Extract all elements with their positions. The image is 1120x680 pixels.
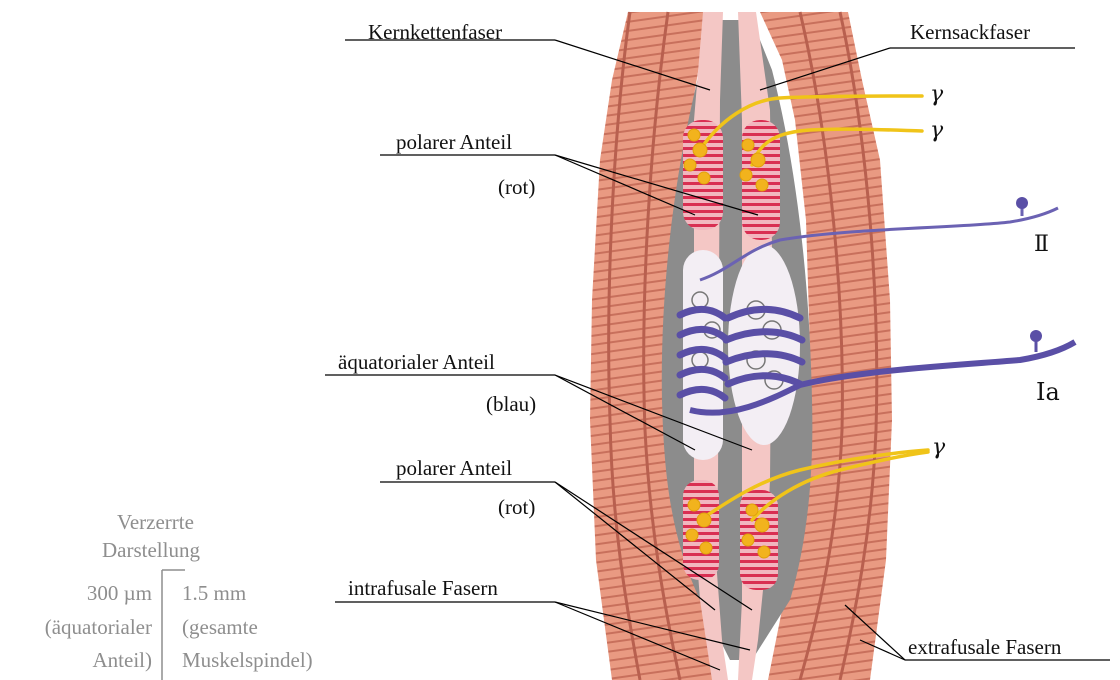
label-polar-top: polarer Anteil (396, 132, 512, 153)
label-gamma-3: γ (932, 437, 945, 459)
equatorial-region-bag (728, 245, 800, 445)
nerve-ii-soma (1016, 197, 1028, 209)
label-nerve-ia: Ia (1036, 380, 1060, 404)
label-polar-bottom: polarer Anteil (396, 458, 512, 479)
label-polar-bottom-sub: (rot) (498, 497, 535, 518)
note-left-desc-2: Anteil) (93, 650, 152, 671)
note-right-value: 1.5 mm (182, 583, 246, 604)
note-left-desc-1: (äquatorialer (45, 617, 152, 638)
label-intrafusal: intrafusale Fasern (348, 578, 498, 599)
note-title-line1: Verzerrte (117, 512, 194, 533)
label-kernsackfaser: Kernsackfaser (910, 22, 1030, 43)
label-polar-top-sub: (rot) (498, 177, 535, 198)
note-right-desc-1: (gesamte (182, 617, 258, 638)
label-aequatorial-sub: (blau) (486, 394, 536, 415)
note-right-desc-2: Muskelspindel) (182, 650, 313, 671)
nerve-ia-soma (1030, 330, 1042, 342)
label-nerve-ii: Ⅱ (1034, 234, 1049, 256)
label-aequatorial: äquatorialer Anteil (338, 352, 495, 373)
label-kernkettenfaser: Kernkettenfaser (368, 22, 502, 43)
label-extrafusal: extrafusale Fasern (908, 637, 1061, 658)
note-title-line2: Darstellung (102, 540, 200, 561)
label-gamma-2: γ (930, 120, 943, 142)
label-gamma-1: γ (930, 84, 943, 106)
note-left-value: 300 µm (87, 583, 152, 604)
